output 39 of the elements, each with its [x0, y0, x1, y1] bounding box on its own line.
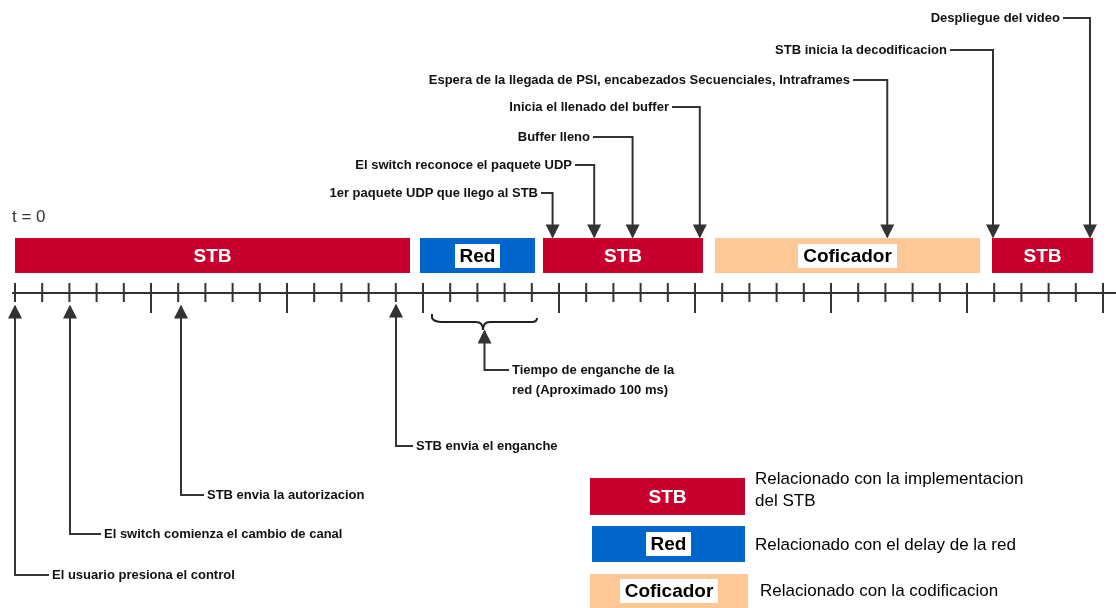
callout-text: 1er paquete UDP que llego al STB: [329, 185, 538, 201]
timeline-segment: [715, 238, 980, 273]
swatch-label: Coficador: [619, 579, 719, 603]
callout-text: Espera de la llegada de PSI, encabezados Secuenciales, Intraframes: [428, 72, 850, 88]
leader-arrow: [852, 79, 895, 239]
legend-text: Relacionado con el delay de la red: [755, 534, 1017, 556]
callout-text: STB envia el enganche: [416, 438, 558, 454]
timeline-segment: STB: [15, 238, 410, 273]
leader-arrow: [671, 106, 707, 239]
timeline-segment: STB: [543, 238, 703, 273]
legend-text: Relacionado con la implementacion del STB: [755, 468, 1025, 512]
segment-label: Red: [454, 243, 501, 268]
segment-label: Coficador: [798, 243, 897, 268]
time-label: t = 0: [12, 206, 46, 228]
leader-arrow: [574, 164, 602, 239]
callout-text: El switch comienza el cambio de canal: [104, 526, 343, 542]
timeline-segment: STB: [992, 238, 1093, 273]
leader-arrow: [477, 329, 510, 371]
timeline-segment: [420, 238, 535, 273]
callout-text: Buffer lleno: [517, 129, 590, 145]
brace: [431, 313, 538, 331]
leader-arrow: [1062, 17, 1097, 239]
leader-arrow: [8, 304, 50, 576]
callout-text: STB envia la autorizacion: [207, 487, 365, 503]
swatch-label: Red: [645, 532, 692, 556]
leader-arrow: [592, 136, 640, 239]
callout-text: Inicia el llenado del buffer: [509, 99, 669, 115]
legend-text: Relacionado con la codificacion: [760, 580, 1000, 602]
callout-text: Tiempo de enganche de la red (Aproximado 100 ms): [512, 360, 682, 400]
callout-text: Despliegue del video: [930, 10, 1060, 26]
callout-text: El switch reconoce el paquete UDP: [355, 157, 572, 173]
leader-arrow: [174, 304, 205, 496]
swatch-label: STB: [648, 485, 687, 508]
leader-arrow: [540, 192, 560, 239]
callout-text: STB inicia la decodificacion: [775, 42, 947, 58]
leader-arrow: [63, 304, 102, 535]
leader-arrow: [949, 49, 1000, 239]
leader-arrow: [389, 303, 414, 447]
callout-text: El usuario presiona el control: [52, 567, 235, 583]
